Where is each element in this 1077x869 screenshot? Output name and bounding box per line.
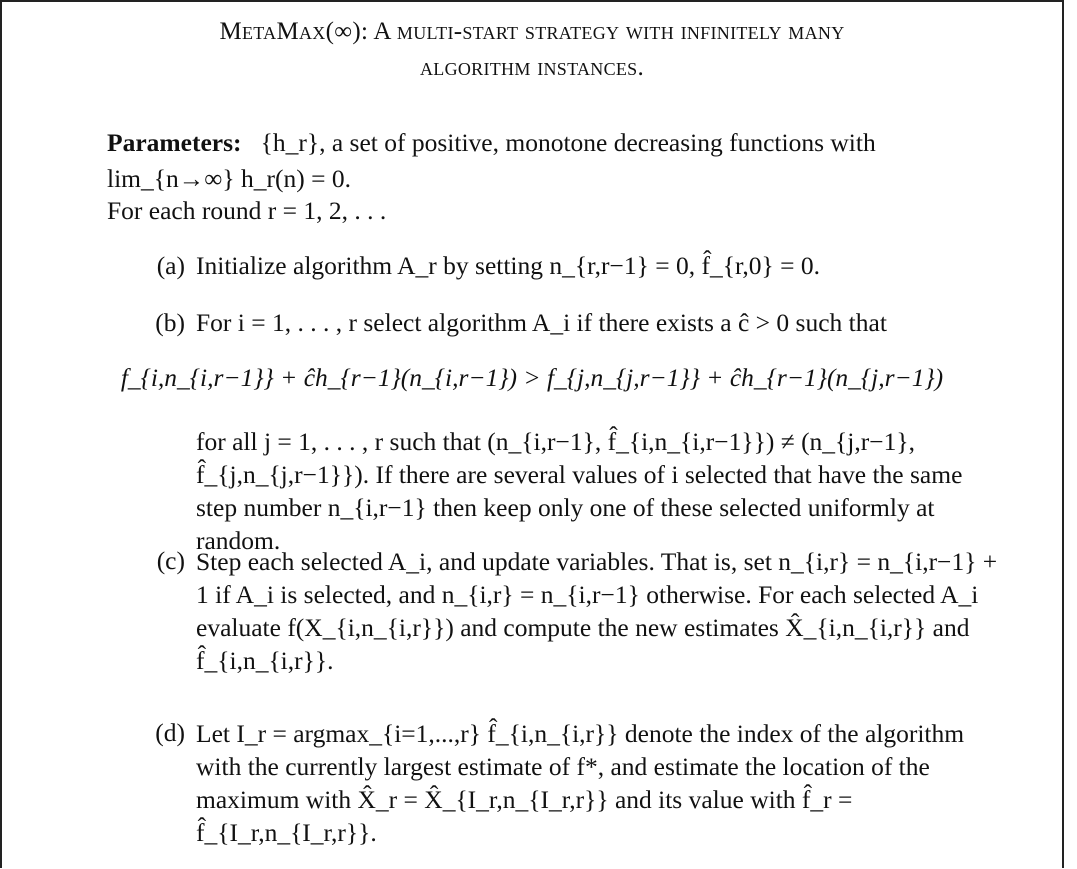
step-b-continuation: for all j = 1, . . . , r such that (n_{i… <box>196 427 963 555</box>
parameters-label: Parameters: <box>107 128 242 157</box>
parameters-line: Parameters: {h_r}, a set of positive, mo… <box>107 127 1027 159</box>
selection-inequality: f_{i,n_{i,r−1}} + ĉh_{r−1}(n_{i,r−1}) > … <box>120 363 944 392</box>
step-c-label: (c) <box>156 546 185 575</box>
step-b-label: (b) <box>155 308 185 337</box>
round-line: For each round r = 1, 2, . . . <box>107 196 387 225</box>
parameters-text: {h_r}, a set of positive, monotone decre… <box>260 128 876 157</box>
title-line-2: algorithm instances. <box>419 54 645 81</box>
title-line-1: MetaMax(∞): A multi-start strategy with … <box>219 18 845 45</box>
step-d-text: Let I_r = argmax_{i=1,...,r} f̂_{i,n_{i,… <box>196 719 965 847</box>
step-d-label: (d) <box>155 718 185 747</box>
step-a-text: Initialize algorithm A_r by setting n_{r… <box>196 251 821 280</box>
parameters-limit: lim_{n→∞} h_r(n) = 0. <box>107 164 352 193</box>
algorithm-title: MetaMax(∞): A multi-start strategy with … <box>0 14 1064 86</box>
step-b-text: For i = 1, . . . , r select algorithm A_… <box>196 308 887 337</box>
step-a-label: (a) <box>156 251 185 280</box>
step-c-text: Step each selected A_i, and update varia… <box>196 547 998 675</box>
